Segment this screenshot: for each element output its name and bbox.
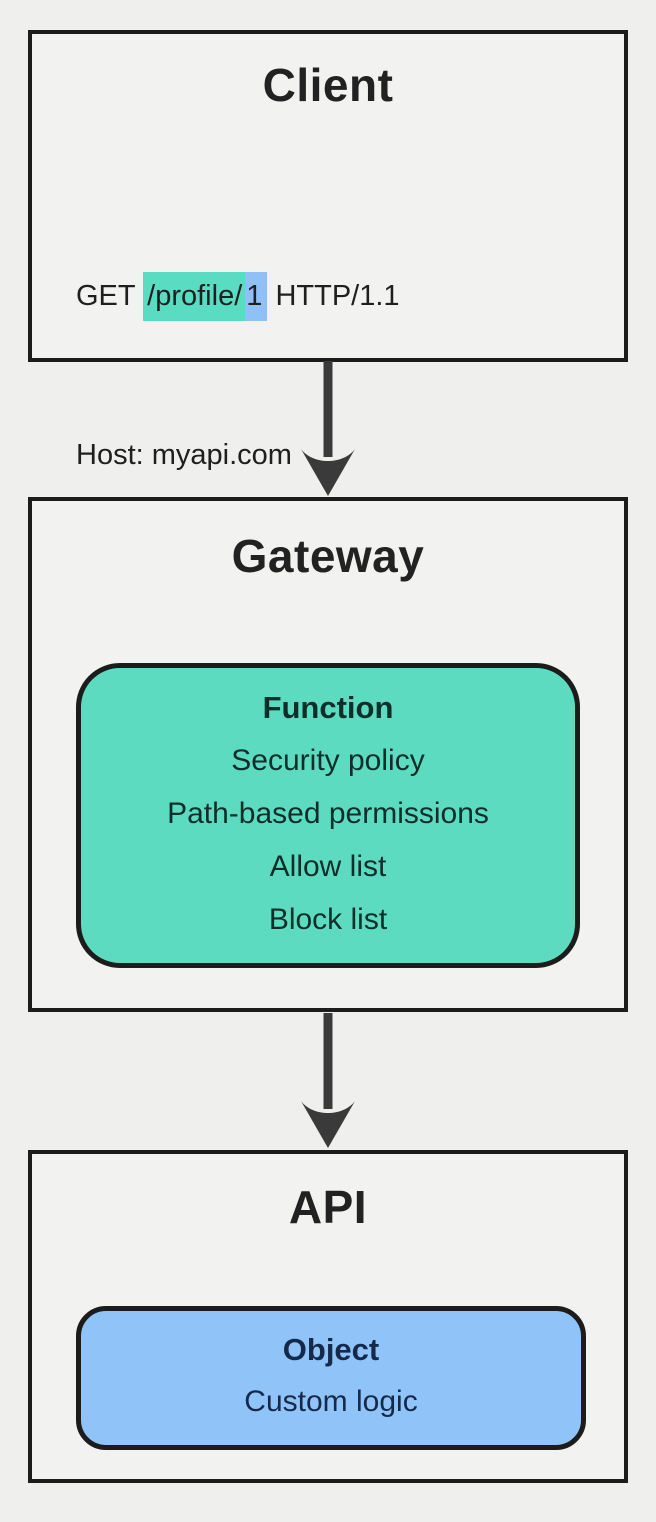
http-path-highlight: /profile/	[143, 272, 246, 321]
object-box-title: Object	[282, 1332, 380, 1367]
http-path-param-highlight: 1	[245, 272, 268, 321]
api-node: API Object Custom logic	[28, 1150, 628, 1483]
function-box-item: Allow list	[269, 850, 387, 883]
flow-arrow-client-to-gateway	[301, 361, 355, 496]
http-host-line: Host: myapi.com	[76, 439, 292, 471]
function-box-item: Block list	[268, 903, 388, 936]
gateway-node: Gateway Function Security policy Path-ba…	[28, 497, 628, 1012]
http-protocol: HTTP/1.1	[267, 280, 400, 312]
http-method: GET	[76, 280, 144, 312]
object-box: Object Custom logic	[76, 1306, 586, 1450]
http-request-line: GET /profile/1 HTTP/1.1	[76, 270, 624, 323]
api-node-title: API	[288, 1181, 368, 1233]
function-box-item: Path-based permissions	[167, 797, 489, 830]
client-node: Client GET /profile/1 HTTP/1.1 Host: mya…	[28, 30, 628, 630]
function-box-item: Security policy	[231, 744, 425, 777]
object-box-item: Custom logic	[244, 1385, 418, 1418]
function-box: Function Security policy Path-based perm…	[76, 663, 580, 968]
flow-arrow-gateway-to-api	[301, 1013, 355, 1148]
client-node-title: Client	[262, 59, 394, 111]
gateway-node-title: Gateway	[231, 530, 425, 582]
function-box-title: Function	[262, 690, 394, 725]
